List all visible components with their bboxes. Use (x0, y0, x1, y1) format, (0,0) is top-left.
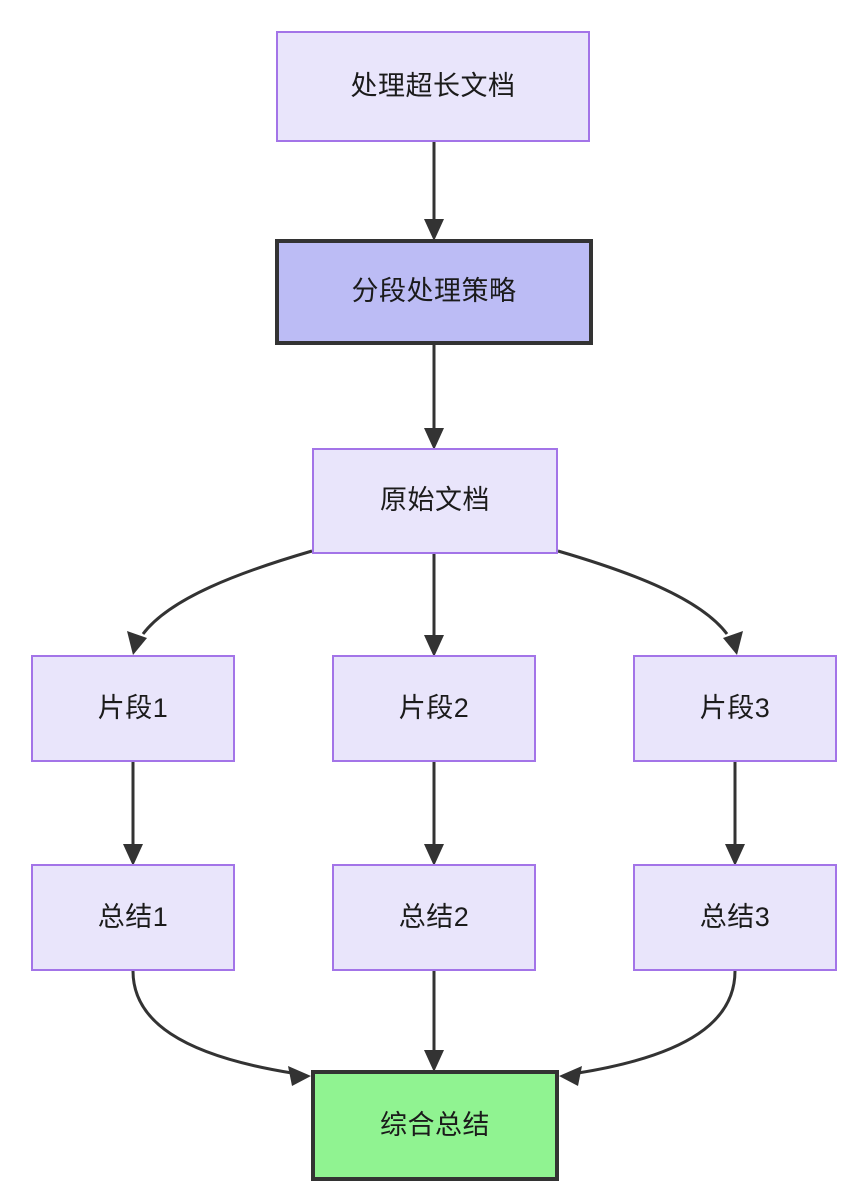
node-summary-1-label: 总结1 (97, 901, 169, 932)
node-summary-3-label: 总结3 (699, 901, 771, 932)
node-summary-3[interactable]: 总结3 (633, 864, 837, 971)
node-fragment-2-label: 片段2 (398, 692, 470, 723)
node-summary-2[interactable]: 总结2 (332, 864, 536, 971)
node-chunk-strategy-label: 分段处理策略 (351, 276, 517, 307)
edge-chunk-strategy-to-source-doc (424, 345, 444, 450)
edge-source-doc-to-fragment-2 (424, 554, 444, 657)
node-long-document-label: 处理超长文档 (350, 70, 516, 101)
edge-fragment-2-to-summary-2 (424, 762, 444, 866)
edge-summary-2-to-final-summary (424, 971, 444, 1072)
edge-source-doc-to-fragment-3 (557, 549, 743, 655)
node-fragment-2[interactable]: 片段2 (332, 655, 536, 762)
node-chunk-strategy[interactable]: 分段处理策略 (275, 239, 593, 345)
node-final-summary-label: 综合总结 (380, 1109, 490, 1140)
node-source-document-label: 原始文档 (380, 485, 490, 516)
node-fragment-1-label: 片段1 (97, 692, 169, 723)
node-summary-2-label: 总结2 (398, 901, 470, 932)
edge-fragment-3-to-summary-3 (725, 762, 745, 866)
node-fragment-3-label: 片段3 (699, 692, 771, 723)
edge-fragment-1-to-summary-1 (123, 762, 143, 866)
node-final-summary[interactable]: 综合总结 (311, 1070, 559, 1181)
edge-source-doc-to-fragment-1 (127, 549, 313, 655)
node-summary-1[interactable]: 总结1 (31, 864, 235, 971)
node-fragment-1[interactable]: 片段1 (31, 655, 235, 762)
edge-long-doc-to-chunk-strategy (424, 142, 444, 241)
node-fragment-3[interactable]: 片段3 (633, 655, 837, 762)
edge-summary-1-to-final-summary (131, 970, 311, 1086)
node-long-document[interactable]: 处理超长文档 (276, 31, 590, 142)
edge-summary-3-to-final-summary (559, 970, 737, 1086)
node-source-document[interactable]: 原始文档 (312, 448, 558, 554)
